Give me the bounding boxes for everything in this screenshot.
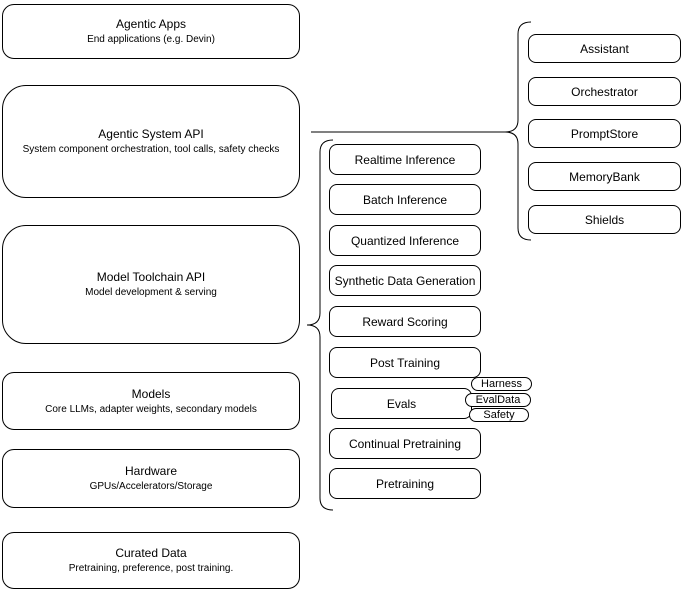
node-post-training: Post Training [329,347,481,378]
node-evals: Evals [331,388,472,419]
node-title: Model Toolchain API [96,270,206,284]
node-subtitle: End applications (e.g. Devin) [87,34,215,45]
node-reward-scoring: Reward Scoring [329,306,481,337]
node-subtitle: Core LLMs, adapter weights, secondary mo… [45,403,257,415]
node-title: Curated Data [115,546,187,560]
node-label: Evals [386,396,417,411]
node-memorybank: MemoryBank [528,162,681,191]
node-subtitle: GPUs/Accelerators/Storage [89,481,213,492]
node-assistant: Assistant [528,34,681,63]
node-label: Batch Inference [362,192,448,207]
pill-evaldata: EvalData [465,393,531,407]
node-title: Agentic System API [98,127,204,141]
node-agentic-apps: Agentic Apps End applications (e.g. Devi… [2,4,300,59]
node-continual-pretraining: Continual Pretraining [329,428,481,459]
node-title: Hardware [124,464,178,478]
node-label: Assistant [580,41,629,56]
node-label: Shields [584,212,625,227]
node-label: Quantized Inference [350,233,460,248]
node-label: Continual Pretraining [348,436,462,451]
node-agentic-system-api: Agentic System API System component orch… [2,85,300,198]
node-synthetic-data-generation: Synthetic Data Generation [329,265,481,296]
node-label: Post Training [369,355,441,370]
node-orchestrator: Orchestrator [528,77,681,106]
pill-label: Safety [483,409,515,421]
node-pretraining: Pretraining [329,468,481,499]
node-curated-data: Curated Data Pretraining, preference, po… [2,532,300,589]
node-label: Reward Scoring [362,314,448,329]
node-models: Models Core LLMs, adapter weights, secon… [2,372,300,430]
pill-safety: Safety [469,408,529,422]
node-model-toolchain-api: Model Toolchain API Model development & … [2,225,300,344]
node-title: Models [131,386,171,401]
pill-label: Harness [481,378,522,390]
node-shields: Shields [528,205,681,234]
node-hardware: Hardware GPUs/Accelerators/Storage [2,449,300,508]
node-label: Orchestrator [571,84,638,99]
node-realtime-inference: Realtime Inference [329,144,481,175]
node-label: Pretraining [375,476,435,491]
pill-label: EvalData [475,394,521,406]
node-quantized-inference: Quantized Inference [329,225,481,256]
node-subtitle: System component orchestration, tool cal… [22,144,280,155]
node-subtitle: Model development & serving [85,287,217,298]
node-batch-inference: Batch Inference [329,184,481,215]
node-promptstore: PromptStore [528,119,681,148]
node-label: Realtime Inference [354,152,456,167]
node-subtitle: Pretraining, preference, post training. [68,563,234,574]
node-label: PromptStore [570,126,639,141]
node-title: Agentic Apps [115,17,187,31]
pill-harness: Harness [471,377,532,391]
node-label: Synthetic Data Generation [334,273,476,288]
node-label: MemoryBank [569,169,640,184]
